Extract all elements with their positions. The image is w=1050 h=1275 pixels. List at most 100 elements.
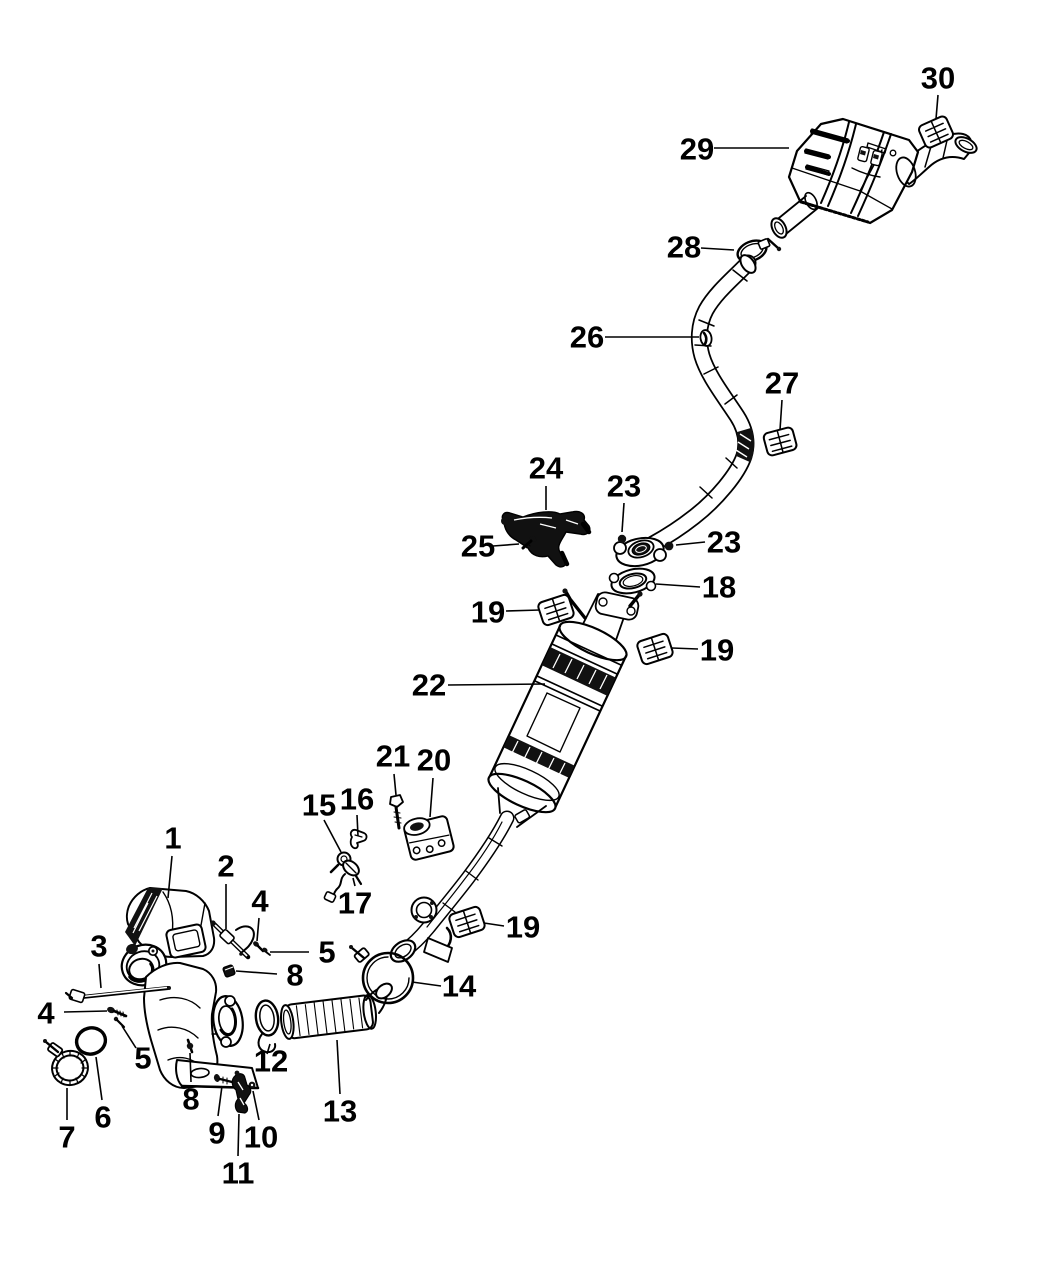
callout-label-22: 22: [412, 668, 446, 703]
support-rod-2-drawing: [210, 920, 255, 960]
nut-23-left: [617, 534, 627, 544]
callout-6[interactable]: 6: [94, 1056, 112, 1135]
callout-7[interactable]: 7: [58, 1088, 76, 1155]
callout-8[interactable]: 8: [182, 1052, 200, 1117]
callout-17[interactable]: 17: [338, 877, 372, 921]
callout-label-8: 8: [182, 1082, 199, 1117]
nut-23-right: [664, 541, 674, 551]
support-bracket-20-drawing: [403, 815, 455, 861]
callout-9[interactable]: 9: [208, 1085, 226, 1151]
callout-26[interactable]: 26: [570, 320, 699, 355]
callout-label-19: 19: [506, 910, 540, 945]
callout-label-25: 25: [461, 529, 495, 564]
callout-label-5: 5: [134, 1041, 151, 1076]
bolt-21-drawing: [389, 794, 404, 830]
callout-label-19: 19: [471, 595, 505, 630]
callout-label-15: 15: [302, 788, 336, 823]
callout-16[interactable]: 16: [340, 782, 374, 837]
callout-30[interactable]: 30: [921, 61, 955, 120]
nut-10-drawing: [248, 1081, 256, 1089]
callout-1[interactable]: 1: [164, 821, 182, 899]
callout-11[interactable]: 11: [222, 1113, 255, 1191]
callout-10[interactable]: 10: [244, 1090, 278, 1155]
oxygen-sensor-17-drawing: [323, 859, 363, 903]
gasket-12-drawing: [254, 999, 280, 1054]
callout-5[interactable]: 5: [121, 1025, 152, 1076]
isolator-19-right-drawing: [636, 632, 674, 666]
callout-label-16: 16: [340, 782, 374, 817]
stud-8-lower-drawing: [186, 1038, 194, 1054]
flange-23-drawing: [613, 534, 674, 568]
clamp-16-drawing: [349, 828, 368, 850]
callout-23[interactable]: 23: [675, 525, 741, 560]
callout-19[interactable]: 19: [483, 910, 540, 945]
callout-5[interactable]: 5: [270, 935, 336, 970]
bracket-clip-11-drawing: [231, 1070, 252, 1114]
callout-label-23: 23: [707, 525, 741, 560]
callout-label-9: 9: [208, 1116, 225, 1151]
callout-label-19: 19: [700, 633, 734, 668]
callout-20[interactable]: 20: [417, 743, 451, 818]
callout-8[interactable]: 8: [235, 958, 304, 993]
callout-label-20: 20: [417, 743, 451, 778]
callout-2[interactable]: 2: [217, 849, 235, 930]
callout-24[interactable]: 24: [529, 451, 564, 511]
screw-25-drawing: [521, 535, 537, 550]
tube-3-drawing: [64, 986, 171, 1004]
callout-label-17: 17: [338, 886, 372, 921]
isolator-27-drawing: [762, 426, 798, 457]
callout-4[interactable]: 4: [37, 996, 108, 1031]
callout-label-30: 30: [921, 61, 955, 96]
screw-9-drawing: [213, 1074, 234, 1085]
resonator-drawing: [487, 588, 643, 828]
callout-13[interactable]: 13: [323, 1039, 357, 1129]
callout-25[interactable]: 25: [461, 529, 520, 564]
isolator-19-lower-drawing: [448, 905, 486, 939]
callout-22[interactable]: 22: [412, 668, 546, 703]
callout-3[interactable]: 3: [90, 929, 108, 989]
downpipe-drawing: [389, 809, 531, 963]
callout-label-24: 24: [529, 451, 564, 486]
callout-28[interactable]: 28: [667, 230, 735, 265]
callout-29[interactable]: 29: [680, 132, 789, 167]
callout-19[interactable]: 19: [671, 633, 734, 668]
callout-label-4: 4: [37, 996, 55, 1031]
callout-label-18: 18: [702, 570, 736, 605]
callout-label-5: 5: [318, 935, 335, 970]
callout-14[interactable]: 14: [411, 969, 477, 1004]
callout-label-3: 3: [90, 929, 107, 964]
callout-label-10: 10: [244, 1120, 278, 1155]
catalytic-converter-drawing: [120, 887, 260, 1090]
callout-12[interactable]: 12: [254, 1044, 288, 1079]
v-band-clamp-7-drawing: [43, 1039, 89, 1087]
nut-8-upper-drawing: [222, 964, 236, 978]
callout-label-4: 4: [251, 884, 269, 919]
gasket-ring-6-drawing: [74, 1026, 108, 1056]
isolator-19-upper-left-drawing: [537, 593, 575, 627]
callout-27[interactable]: 27: [765, 366, 799, 431]
callout-label-1: 1: [164, 821, 181, 856]
callout-23[interactable]: 23: [607, 469, 641, 533]
callout-4[interactable]: 4: [251, 884, 269, 942]
mid-pipe-drawing: [644, 254, 757, 553]
gasket-18-drawing: [608, 567, 657, 595]
callout-19[interactable]: 19: [471, 595, 541, 630]
callout-label-7: 7: [58, 1120, 75, 1155]
callout-label-2: 2: [217, 849, 234, 884]
callout-label-27: 27: [765, 366, 799, 401]
callout-label-23: 23: [607, 469, 641, 504]
bolt-4-upper-drawing: [253, 941, 265, 953]
callout-21[interactable]: 21: [376, 739, 410, 796]
callout-label-29: 29: [680, 132, 714, 167]
callout-label-8: 8: [286, 958, 303, 993]
bolt-4-lower-drawing: [107, 1006, 128, 1018]
muffler-drawing: [770, 117, 978, 239]
bracket-24-drawing: [501, 510, 592, 568]
callout-label-21: 21: [376, 739, 410, 774]
callout-15[interactable]: 15: [302, 788, 342, 853]
callout-label-12: 12: [254, 1044, 288, 1079]
callout-label-13: 13: [323, 1094, 357, 1129]
callout-label-26: 26: [570, 320, 604, 355]
callout-18[interactable]: 18: [655, 570, 736, 605]
